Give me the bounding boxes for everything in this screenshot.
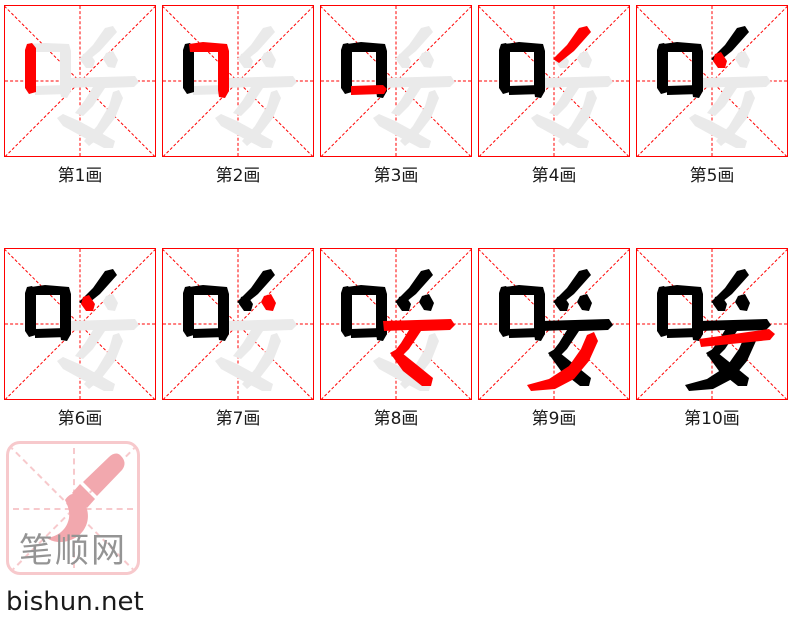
stroke-step-label: 第5画 (689, 166, 735, 186)
stroke-order-grid: 第1画 (4, 5, 796, 430)
stroke-cell-1[interactable]: 第1画 (4, 5, 156, 187)
character-grid-box (320, 5, 472, 157)
character-grid-box (4, 248, 156, 400)
character-grid-box (636, 5, 788, 157)
glyph-layer (163, 6, 313, 156)
glyph-layer (479, 6, 629, 156)
glyph-layer (321, 6, 471, 156)
stroke-step-label: 第8画 (373, 409, 419, 429)
stroke-cell-7[interactable]: 第7画 (162, 248, 314, 430)
glyph-layer (637, 249, 787, 399)
stroke-row-2: 第6画 (4, 248, 796, 430)
glyph-layer (5, 6, 155, 156)
glyph-layer (479, 249, 629, 399)
character-grid-box (162, 248, 314, 400)
character-grid-box (478, 5, 630, 157)
stroke-cell-3[interactable]: 第3画 (320, 5, 472, 187)
stroke-cell-8[interactable]: 第8画 (320, 248, 472, 430)
glyph-layer (321, 249, 471, 399)
stroke-step-label: 第10画 (684, 409, 740, 429)
stroke-step-label: 第6画 (57, 409, 103, 429)
character-grid-box (636, 248, 788, 400)
site-footer: 笔顺网 bishun.net (6, 441, 144, 617)
stroke-cell-5[interactable]: 第5画 (636, 5, 788, 187)
stroke-cell-2[interactable]: 第2画 (162, 5, 314, 187)
stroke-cell-10[interactable]: 第10画 (636, 248, 788, 430)
glyph-layer (163, 249, 313, 399)
stroke-row-1: 第1画 (4, 5, 796, 187)
site-url: bishun.net (6, 587, 144, 617)
site-logo[interactable]: 笔顺网 (6, 441, 140, 575)
stroke-step-label: 第1画 (57, 166, 103, 186)
logo-text: 笔顺网 (19, 531, 127, 571)
glyph-layer (637, 6, 787, 156)
character-grid-box (162, 5, 314, 157)
stroke-cell-9[interactable]: 第9画 (478, 248, 630, 430)
stroke-step-label: 第9画 (531, 409, 577, 429)
stroke-step-label: 第4画 (531, 166, 577, 186)
character-grid-box (4, 5, 156, 157)
stroke-step-label: 第2画 (215, 166, 261, 186)
character-grid-box (478, 248, 630, 400)
stroke-step-label: 第3画 (373, 166, 419, 186)
stroke-step-label: 第7画 (215, 409, 261, 429)
character-grid-box (320, 248, 472, 400)
glyph-layer (5, 249, 155, 399)
stroke-cell-6[interactable]: 第6画 (4, 248, 156, 430)
stroke-cell-4[interactable]: 第4画 (478, 5, 630, 187)
brush-icon (9, 444, 137, 572)
